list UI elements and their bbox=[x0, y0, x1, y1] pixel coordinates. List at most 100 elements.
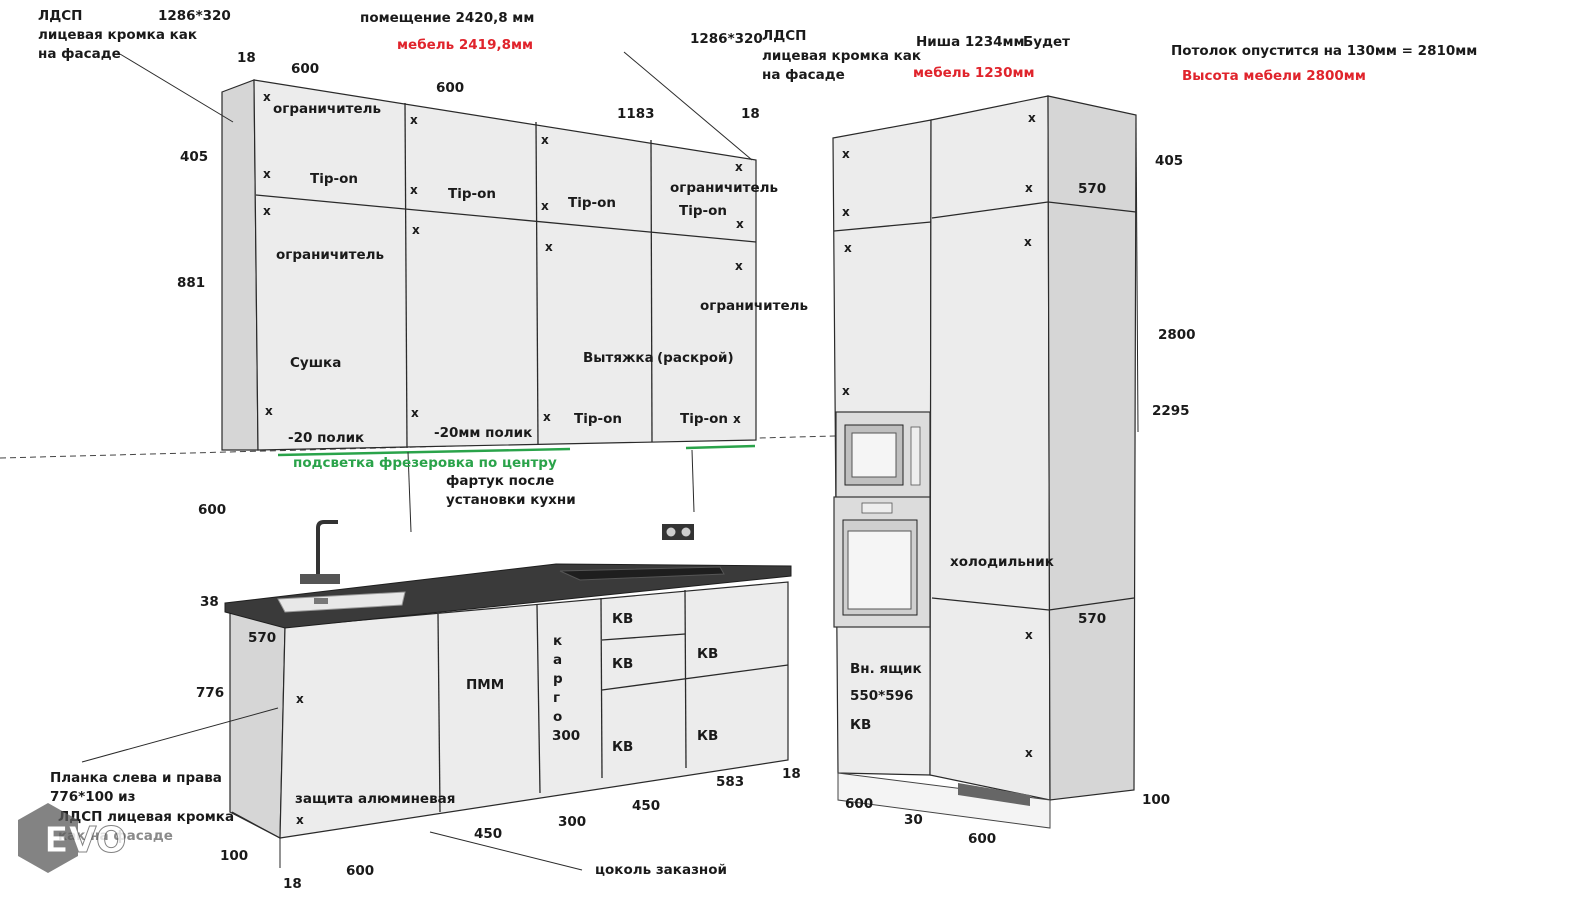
x-mark: x bbox=[735, 259, 743, 273]
upper-cabinets bbox=[221, 79, 757, 451]
dim-18-top-right: 18 bbox=[741, 106, 760, 122]
dim-18-bottom-right: 18 bbox=[782, 766, 801, 782]
dim-405-right: 405 bbox=[1155, 153, 1183, 169]
leader-planka bbox=[81, 707, 279, 763]
planka-2: 776*100 из bbox=[50, 789, 135, 805]
ceiling-note: Потолок опустится на 130мм = 2810мм bbox=[1171, 43, 1477, 59]
tipon-4: Tip-on bbox=[679, 203, 727, 219]
dim-1183: 1183 bbox=[617, 106, 655, 122]
tall-wide-divider-top bbox=[931, 201, 1049, 219]
fartuk-2: установки кухни bbox=[446, 492, 576, 508]
lower-divider-2 bbox=[536, 604, 541, 794]
led-strip-right bbox=[685, 444, 756, 450]
height-line bbox=[1135, 114, 1139, 433]
tall-side-divider-bottom bbox=[1048, 597, 1135, 611]
budet: Будет bbox=[1023, 34, 1070, 50]
dim-881: 881 bbox=[177, 275, 205, 291]
x-mark: x bbox=[1025, 628, 1033, 642]
x-mark: x bbox=[412, 223, 420, 237]
tipon-3: Tip-on bbox=[568, 195, 616, 211]
dim-18-top: 18 bbox=[237, 50, 256, 66]
x-mark: x bbox=[844, 241, 852, 255]
kargo-a: а bbox=[553, 652, 562, 668]
pmm: ПММ bbox=[466, 677, 504, 693]
x-mark: x bbox=[1024, 235, 1032, 249]
dim-600-b: 600 bbox=[436, 80, 464, 96]
x-mark: x bbox=[733, 412, 741, 426]
sink-bowl bbox=[277, 591, 406, 613]
leader-ldsp-left bbox=[119, 53, 234, 123]
x-mark: x bbox=[1025, 746, 1033, 760]
x-mark: x bbox=[543, 410, 551, 424]
dim-450-b: 450 bbox=[632, 798, 660, 814]
mebel-2419: мебель 2419,8мм bbox=[397, 37, 533, 53]
dim-100-right: 100 bbox=[1142, 792, 1170, 808]
tipon-2: Tip-on bbox=[448, 186, 496, 202]
size-1286-left: 1286*320 bbox=[158, 8, 231, 24]
x-mark: x bbox=[545, 240, 553, 254]
kv-5: КВ bbox=[697, 728, 718, 744]
upper-divider-1 bbox=[404, 102, 408, 449]
tall-side-divider-top bbox=[1047, 201, 1137, 213]
lower-divider-3 bbox=[600, 597, 603, 779]
zashita: защита алюминевая bbox=[295, 791, 455, 807]
tipon-1: Tip-on bbox=[310, 171, 358, 187]
evo-logo: EVO bbox=[18, 803, 127, 873]
ldsp-right-line2: лицевая кромка как bbox=[762, 48, 921, 64]
kv-3: КВ bbox=[697, 646, 718, 662]
ldsp-right-line3: на фасаде bbox=[762, 67, 845, 83]
upper-side-panel bbox=[221, 79, 259, 451]
x-mark: x bbox=[296, 692, 304, 706]
height-furniture: Высота мебели 2800мм bbox=[1182, 68, 1366, 84]
plinth-edge bbox=[231, 811, 281, 839]
planka-4: как на фасаде bbox=[58, 828, 173, 844]
upper-row-divider bbox=[255, 194, 757, 243]
ldsp-left-line3: на фасаде bbox=[38, 46, 121, 62]
x-mark: x bbox=[263, 204, 271, 218]
ldsp-left-line2: лицевая кромка как bbox=[38, 27, 197, 43]
tipon-6: Tip-on bbox=[680, 411, 728, 427]
tipon-5: Tip-on bbox=[574, 411, 622, 427]
x-mark: x bbox=[541, 199, 549, 213]
upper-divider-3 bbox=[650, 139, 653, 443]
leader-ldsp-right bbox=[623, 51, 753, 161]
room-size: помещение 2420,8 мм bbox=[360, 10, 534, 26]
dim-38: 38 bbox=[200, 594, 219, 610]
hob bbox=[559, 566, 725, 581]
dim-405-left: 405 bbox=[180, 149, 208, 165]
tall-narrow-divider bbox=[833, 221, 932, 232]
oven bbox=[833, 496, 931, 628]
tsokol: цоколь заказной bbox=[595, 862, 727, 878]
dim-2295: 2295 bbox=[1152, 403, 1190, 419]
x-mark: x bbox=[410, 183, 418, 197]
kv-1: КВ bbox=[612, 611, 633, 627]
ldsp-left-title: ЛДСП bbox=[38, 8, 82, 24]
x-mark: x bbox=[1025, 181, 1033, 195]
kargo-g: г bbox=[553, 690, 560, 706]
dim-776: 776 bbox=[196, 685, 224, 701]
dim-300: 300 bbox=[558, 814, 586, 830]
countertop bbox=[224, 563, 792, 629]
raskroy: (раскрой) bbox=[657, 350, 734, 366]
fartuk-1: фартук после bbox=[446, 473, 554, 489]
ldsp-right-title: ЛДСП bbox=[762, 28, 806, 44]
x-mark: x bbox=[296, 813, 304, 827]
dim-600-a: 600 bbox=[291, 61, 319, 77]
kv-2: КВ bbox=[612, 656, 633, 672]
planka-3: ЛДСП лицевая кромка bbox=[58, 809, 234, 825]
dim-600-gap: 600 bbox=[198, 502, 226, 518]
x-mark: x bbox=[736, 217, 744, 231]
drawer-line-2 bbox=[601, 664, 789, 691]
x-mark: x bbox=[410, 113, 418, 127]
size-1286-right: 1286*320 bbox=[690, 31, 763, 47]
polik-2: -20мм полик bbox=[434, 425, 532, 441]
nisha: Ниша 1234мм bbox=[916, 34, 1025, 50]
upper-divider-2 bbox=[535, 121, 539, 446]
x-mark: x bbox=[735, 160, 743, 174]
limiter-4: ограничитель bbox=[700, 298, 808, 314]
kargo-r: р bbox=[553, 671, 563, 687]
vent-grille bbox=[958, 783, 1030, 806]
tall-side-panel bbox=[1047, 95, 1137, 801]
dim-600-tall-left: 600 bbox=[845, 796, 873, 812]
